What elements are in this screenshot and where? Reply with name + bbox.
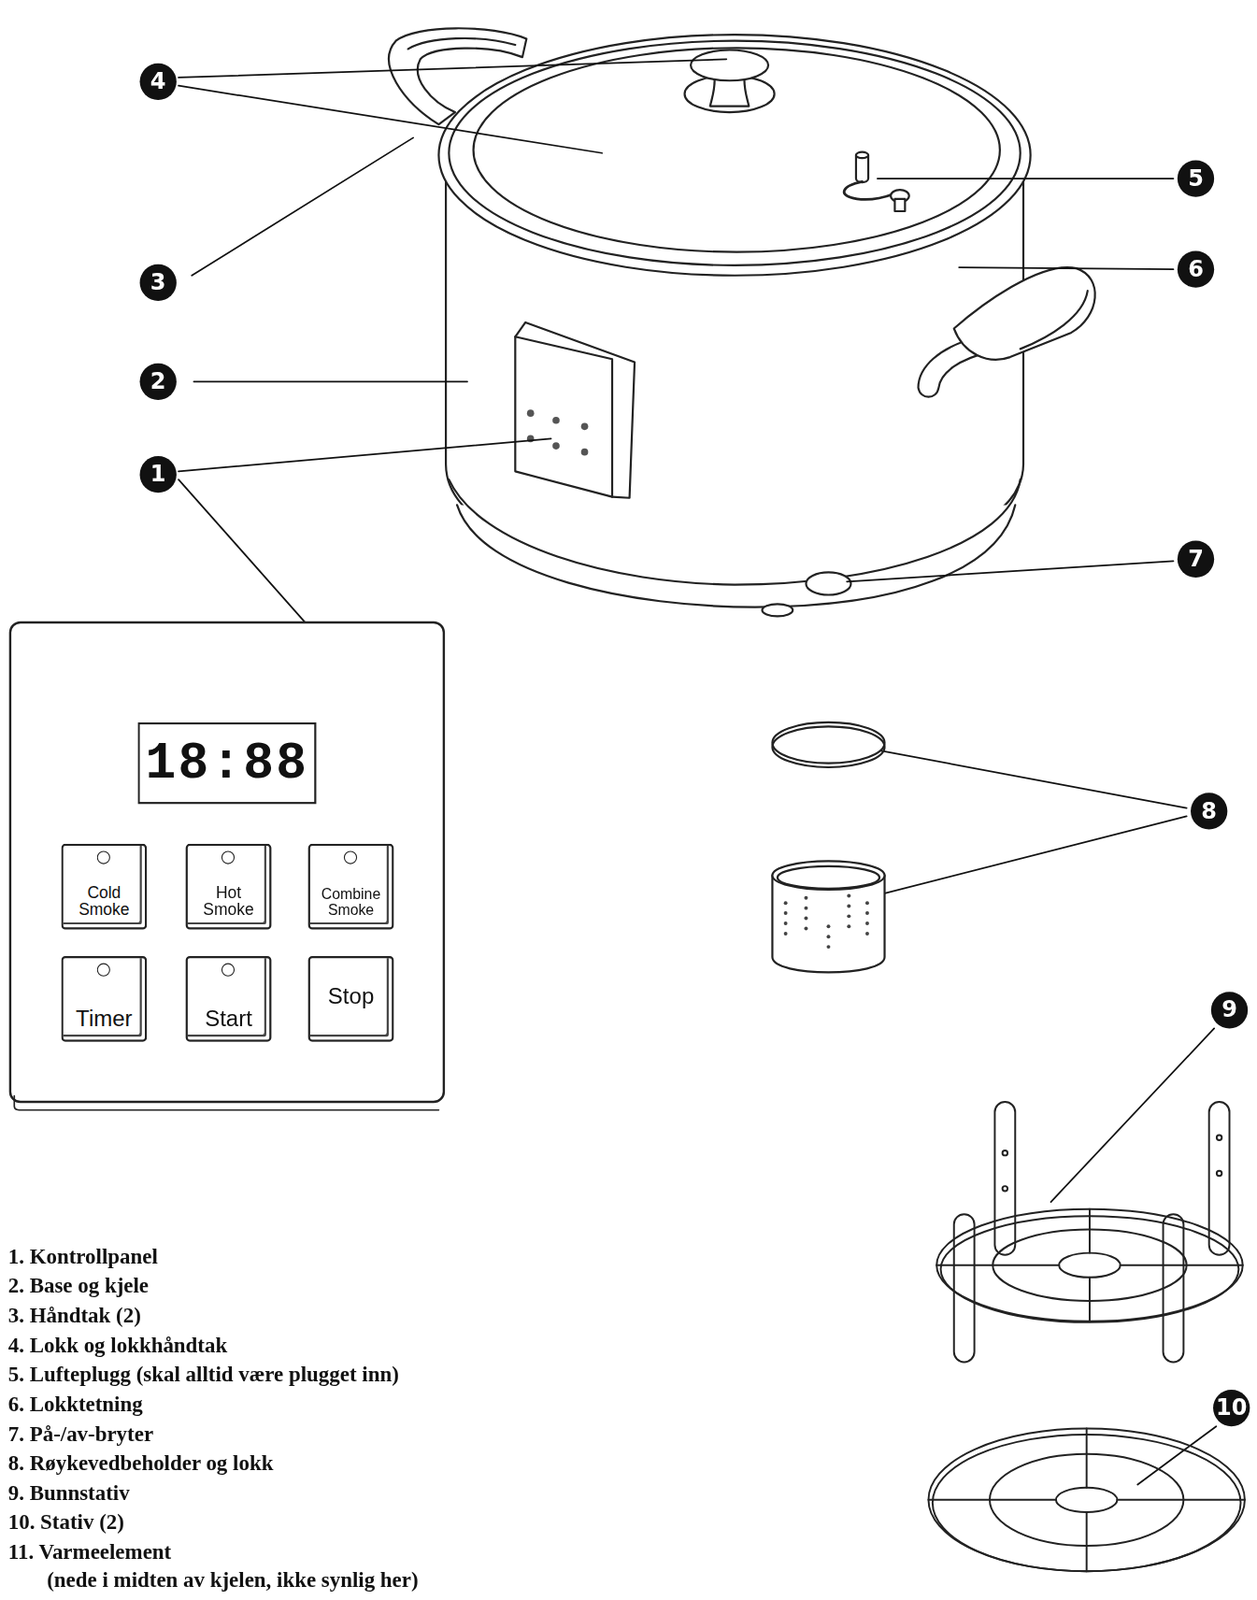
node-text: 5 [1187,167,1204,190]
callout-number: 9 [1211,991,1248,1029]
right-handle-inner [1020,290,1088,349]
part-list-item: 9. Bunnstativ [8,1481,130,1505]
node-text: Start [204,1006,253,1031]
part-list-item: 2. Base og kjele [8,1274,149,1299]
control-panel-shadow [14,1096,439,1111]
node-text: 7 [1187,547,1204,571]
indicator-led [221,850,235,864]
mode-button: Combine Smoke [308,843,395,930]
vent-plug-wire [843,181,894,200]
bottom-rack [936,1101,1243,1362]
node-text: 8 [1200,799,1217,823]
node-text: Stop [328,984,374,1009]
node-text: 3 [150,271,167,294]
node-text: Timer [75,1006,132,1031]
part-list-item: 5. Lufteplugg (skal alltid være plugget … [8,1363,400,1387]
vent-plug-cap-stem [894,199,905,212]
wood-container-holes [784,894,870,950]
node-text: 9 [1221,999,1238,1022]
wood-container-top [771,860,885,890]
digital-display: 18:88 [137,722,316,804]
part-list-item: 1. Kontrollpanel [8,1244,158,1269]
node-text: 2 [150,370,167,393]
control-button: Timer [61,956,148,1043]
part-list-item: 7. På-/av-bryter [8,1422,154,1446]
callout-number: 3 [140,264,177,301]
wood-container-lid-edge [771,726,885,768]
right-handle [954,267,1096,360]
wood-container-inner [777,866,880,889]
lid-seal [448,41,1020,266]
mode-button: Cold Smoke [61,843,148,930]
body-panel-dots [527,409,589,456]
indicator-led [97,850,111,864]
callout-number: 7 [1177,541,1215,578]
part-list-item: 11. Varmeelement [8,1540,172,1564]
part-list-item: 4. Lokk og lokkhåndtak [8,1333,228,1357]
callout-number: 8 [1190,792,1228,829]
wood-container-lid [771,722,885,764]
callout-number: 2 [140,363,177,400]
indicator-led [97,963,111,977]
vent-plug [856,155,869,183]
control-panel-outline [10,622,444,1102]
control-button: Start [185,956,272,1043]
indicator-led [343,850,358,864]
node-text: 1 [150,463,167,486]
indicator-led [221,963,235,977]
mode-button: Hot Smoke [185,843,272,930]
node-text: Hot Smoke [196,883,262,919]
left-handle-inner [408,38,516,49]
node-text: 6 [1187,257,1204,281]
lid-rim [438,34,1030,276]
vent-plug-top [856,152,869,159]
lid-knob-top [690,49,769,81]
body-panel [514,336,613,497]
power-switch [805,571,851,595]
node-text: Cold Smoke [71,883,137,919]
callout-number: 10 [1213,1389,1250,1427]
callout-number: 1 [140,456,177,493]
part-list-item: 3. Håndtak (2) [8,1303,142,1328]
pot-base-line [448,479,1020,585]
node-text: 10 [1215,1397,1247,1420]
callout-number: 6 [1177,251,1215,288]
lid [473,47,1000,252]
callout-number: 4 [140,63,177,100]
node-text: 18:88 [145,733,310,792]
callout-number: 5 [1177,159,1215,197]
body-panel-side [514,322,635,499]
part-list-item: 10. Stativ (2) [8,1511,125,1535]
control-button: Stop [308,956,395,1043]
part-list-item: 8. Røykevedbeholder og lokk [8,1452,274,1476]
node-text: 4 [150,70,167,93]
rack [928,1428,1244,1572]
pot-foot [762,603,794,616]
part-list-item: 6. Lokktetning [8,1392,143,1416]
part-list-item: (nede i midten av kjelen, ikke synlig he… [46,1568,418,1592]
node-text: Combine Smoke [314,886,386,920]
